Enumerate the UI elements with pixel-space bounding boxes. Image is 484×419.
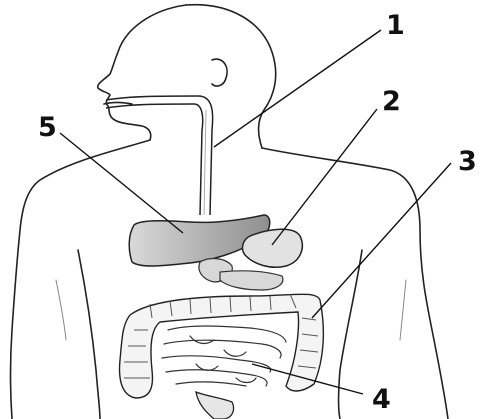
label-3: 3 xyxy=(458,148,477,175)
label-5: 5 xyxy=(38,114,57,141)
esophagus xyxy=(106,96,213,215)
leader-lines xyxy=(60,30,451,394)
leader-line-3 xyxy=(312,163,451,318)
label-2: 2 xyxy=(382,88,401,115)
leader-line-2 xyxy=(272,109,377,245)
rectum xyxy=(196,392,234,419)
leader-line-1 xyxy=(214,30,381,147)
stomach xyxy=(243,229,303,267)
body-outline xyxy=(11,5,449,419)
small-intestine xyxy=(162,326,286,386)
label-4: 4 xyxy=(372,386,391,413)
label-1: 1 xyxy=(386,12,405,39)
